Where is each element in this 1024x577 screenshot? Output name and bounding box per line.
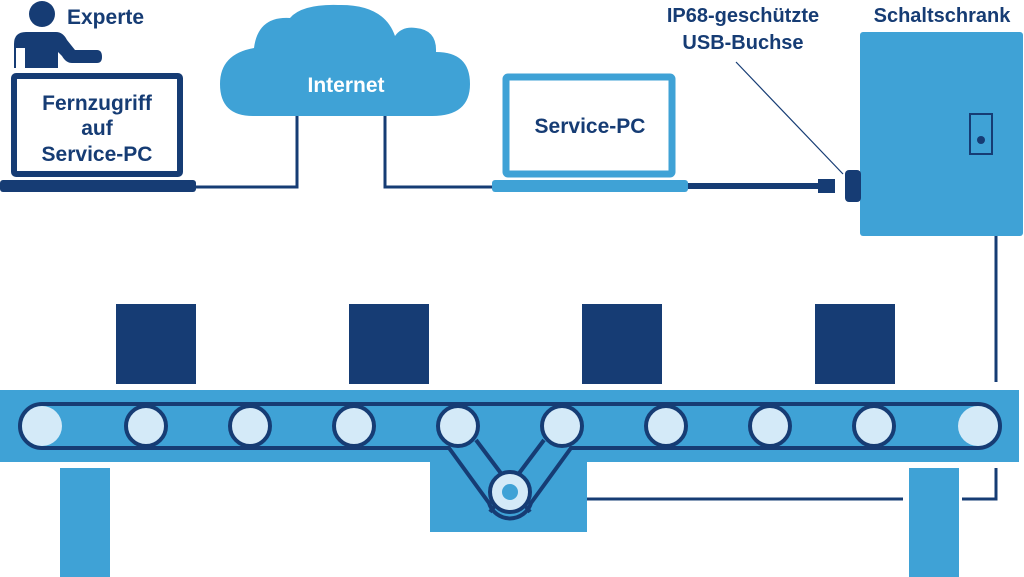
roller <box>644 404 688 448</box>
conveyor-leg-left <box>60 468 110 577</box>
conveyor-leg-right <box>909 468 959 577</box>
box-icon <box>582 304 662 384</box>
box-icon <box>349 304 429 384</box>
service-pc-label: Service-PC <box>535 115 646 138</box>
roller <box>852 404 896 448</box>
box-icon <box>116 304 196 384</box>
cable-machine-loop-right <box>962 468 998 501</box>
network-cables <box>196 116 998 501</box>
roller <box>124 404 168 448</box>
cable-remote-to-internet <box>196 116 299 189</box>
cable-internet-to-service-pc <box>383 116 492 189</box>
remote-access-label-line2: auf <box>81 117 114 140</box>
roller <box>332 404 376 448</box>
remote-laptop-icon <box>0 73 196 192</box>
usb-plug-icon <box>818 179 835 193</box>
roller <box>228 404 272 448</box>
person-icon <box>14 1 102 68</box>
box-icon <box>815 304 895 384</box>
rollers <box>22 404 998 448</box>
conveyor-belt-icon <box>0 390 1019 577</box>
cloud-icon <box>220 4 470 116</box>
roller <box>436 404 480 448</box>
usb-socket-icon <box>845 170 861 202</box>
drive-roller-hub <box>502 484 518 500</box>
roller <box>540 404 584 448</box>
expert-label: Experte <box>67 6 144 29</box>
product-boxes <box>116 304 895 384</box>
usb-socket-label-line2: USB-Buchse <box>682 32 803 54</box>
usb-socket-label-line1: IP68-geschützte <box>667 5 819 27</box>
remote-access-label-line3: Service-PC <box>42 143 153 166</box>
control-cabinet-icon <box>860 32 1023 236</box>
internet-label: Internet <box>307 74 384 97</box>
roller <box>748 404 792 448</box>
remote-access-label-line1: Fernzugriff <box>42 92 153 115</box>
usb-label-leader-line <box>735 61 844 175</box>
roller <box>958 406 998 446</box>
cabinet-label: Schaltschrank <box>874 5 1012 27</box>
roller <box>22 406 62 446</box>
conveyor-belt <box>18 402 1002 521</box>
service-pc-laptop-icon <box>492 73 688 192</box>
